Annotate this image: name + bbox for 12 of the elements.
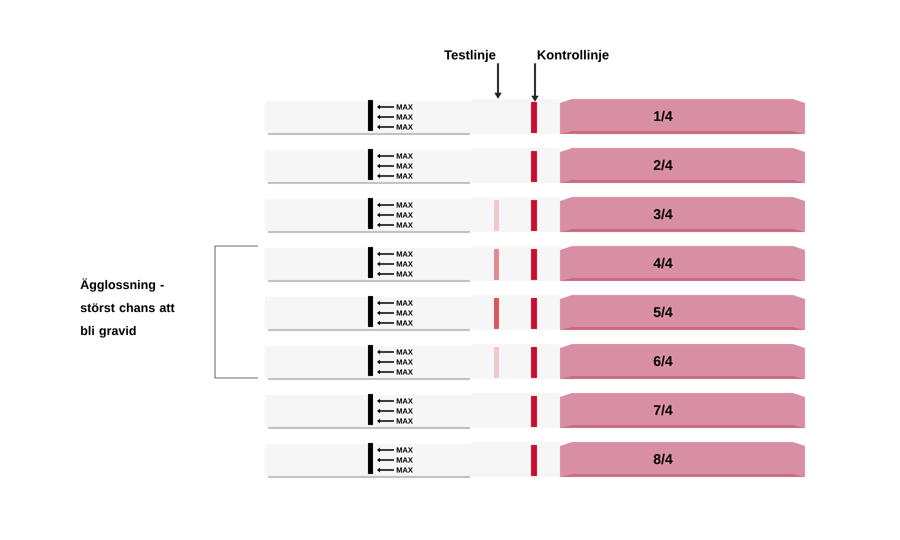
header-label: Testlinje	[444, 50, 496, 62]
result-band: 4/4	[560, 246, 805, 281]
result-band: 6/4	[560, 344, 805, 379]
result-band: 7/4	[560, 393, 805, 428]
header-label: Kontrollinje	[538, 50, 609, 62]
result-band: 8/4	[560, 442, 805, 477]
result-band: 2/4	[560, 148, 805, 183]
result-band: 5/4	[560, 295, 805, 330]
result-band: 1/4	[560, 99, 805, 134]
result-band: 3/4	[560, 197, 805, 232]
note-text: Ägglossning - störst chans att bli gravid	[80, 278, 174, 338]
test-window	[472, 99, 560, 134]
